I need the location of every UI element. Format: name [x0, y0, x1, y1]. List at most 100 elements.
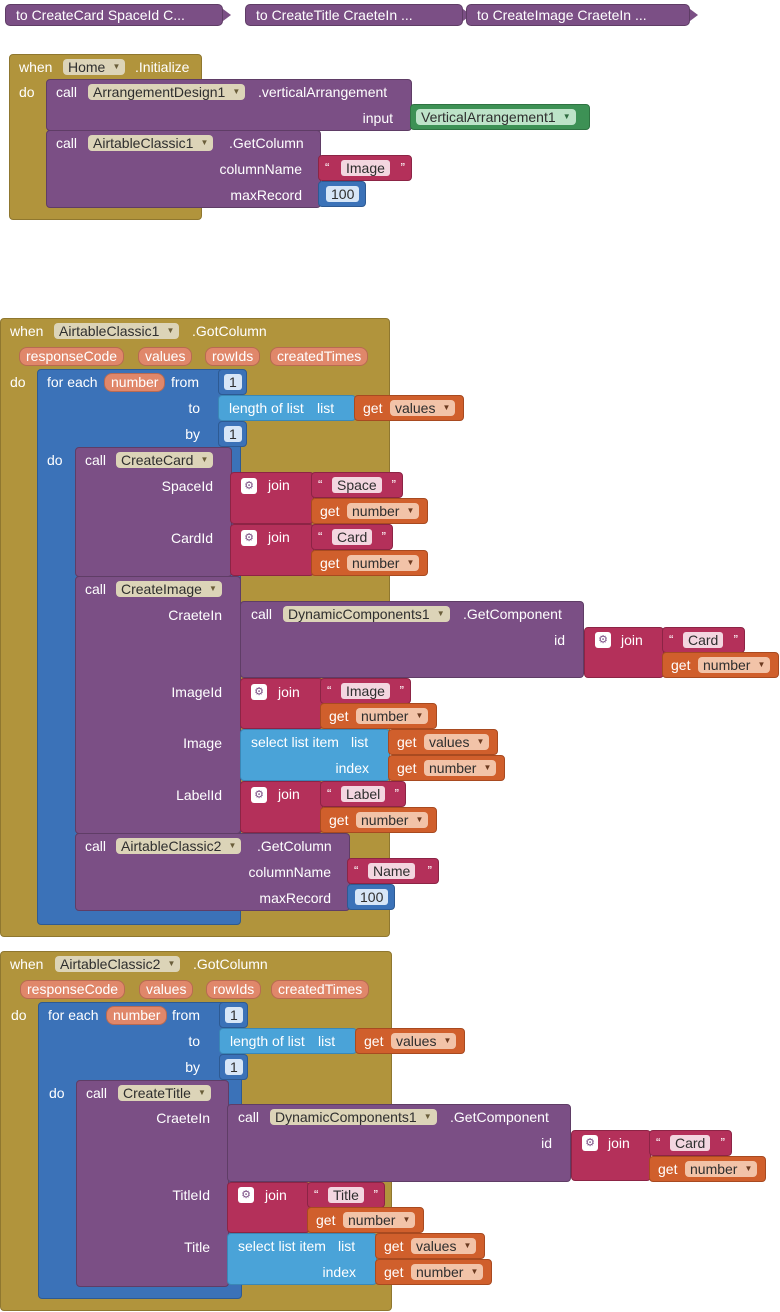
number-block-100[interactable]: 100: [318, 181, 366, 207]
variable-dropdown-values[interactable]: values▼: [411, 1238, 477, 1254]
text-block-image[interactable]: “ Image ”: [320, 678, 411, 704]
collapsed-procedure-createimage[interactable]: to CreateImage CraeteIn ...: [466, 4, 698, 26]
variable-dropdown-number[interactable]: number▼: [685, 1161, 758, 1177]
variable-dropdown-number[interactable]: number▼: [424, 760, 497, 776]
select-list-item-block[interactable]: select list item list index: [227, 1233, 377, 1285]
variable-dropdown-number[interactable]: number▼: [347, 503, 420, 519]
number-block-100[interactable]: 100: [347, 884, 395, 910]
get-values-block[interactable]: get values▼: [375, 1233, 485, 1259]
get-number-block[interactable]: get number▼: [375, 1259, 492, 1285]
component-dropdown-arrangementdesign1[interactable]: ArrangementDesign1▼: [88, 84, 246, 100]
procedure-dropdown-createtitle[interactable]: CreateTitle▼: [118, 1085, 211, 1101]
number-field[interactable]: 100: [326, 186, 360, 202]
component-dropdown-home[interactable]: Home▼: [63, 59, 126, 75]
variable-dropdown-number[interactable]: number▼: [411, 1264, 484, 1280]
variable-dropdown-values[interactable]: values▼: [424, 734, 490, 750]
triangle-down-icon: ▼: [209, 584, 217, 593]
text-block-space[interactable]: “ Space ”: [311, 472, 403, 498]
procedure-dropdown-createimage[interactable]: CreateImage▼: [116, 581, 222, 597]
param-rowids[interactable]: rowIds: [206, 980, 262, 999]
component-dropdown-dynamiccomponents1[interactable]: DynamicComponents1▼: [283, 606, 450, 622]
get-number-block[interactable]: get number▼: [662, 652, 779, 678]
gear-icon[interactable]: ⚙: [595, 632, 611, 648]
variable-dropdown-number[interactable]: number▼: [356, 812, 429, 828]
call-createimage[interactable]: call CreateImage▼ CraeteIn ImageId Image…: [75, 576, 241, 834]
variable-dropdown-number[interactable]: number▼: [343, 1212, 416, 1228]
text-block-card[interactable]: “ Card ”: [649, 1130, 732, 1156]
length-of-list-block[interactable]: length of list list: [218, 395, 356, 421]
gear-icon[interactable]: ⚙: [251, 787, 267, 803]
number-block-by[interactable]: 1: [218, 421, 247, 447]
text-block-name[interactable]: “ Name ”: [347, 858, 439, 884]
param-responsecode[interactable]: responseCode: [20, 980, 126, 999]
call-airtableclassic1-getcolumn[interactable]: call AirtableClassic1▼ .GetColumn column…: [46, 130, 321, 208]
gear-icon[interactable]: ⚙: [251, 684, 267, 700]
call-createtitle[interactable]: call CreateTitle▼ CraeteIn TitleId Title: [76, 1080, 229, 1287]
text-block-label[interactable]: “ Label ”: [320, 781, 406, 807]
procedure-dropdown-createcard[interactable]: CreateCard▼: [116, 452, 214, 468]
number-block-from[interactable]: 1: [218, 369, 247, 395]
join-block-cardid[interactable]: ⚙ join: [230, 524, 314, 576]
call-airtableclassic2-getcolumn[interactable]: call AirtableClassic2▼ .GetColumn column…: [75, 833, 350, 911]
call-dynamiccomponents1-getcomponent[interactable]: call DynamicComponents1▼ .GetComponent i…: [227, 1104, 571, 1182]
number-block-by[interactable]: 1: [219, 1054, 248, 1080]
get-values-block[interactable]: get values▼: [354, 395, 464, 421]
param-createdtimes[interactable]: createdTimes: [270, 347, 369, 366]
get-values-block[interactable]: get values▼: [388, 729, 498, 755]
variable-dropdown-number[interactable]: number▼: [356, 708, 429, 724]
param-values[interactable]: values: [139, 980, 194, 999]
component-dropdown-airtableclassic1[interactable]: AirtableClassic1▼: [88, 135, 214, 151]
component-dropdown-airtableclassic2[interactable]: AirtableClassic2▼: [55, 956, 181, 972]
select-list-item-block[interactable]: select list item list index: [240, 729, 390, 781]
variable-dropdown-values[interactable]: values▼: [391, 1033, 457, 1049]
collapsed-procedure-createcard[interactable]: to CreateCard SpaceId C...: [5, 4, 231, 26]
param-rowids[interactable]: rowIds: [205, 347, 261, 366]
get-number-block[interactable]: get number▼: [320, 807, 437, 833]
component-block-verticalarrangement1[interactable]: VerticalArrangement1▼: [410, 104, 590, 130]
get-number-block[interactable]: get number▼: [649, 1156, 766, 1182]
get-number-block[interactable]: get number▼: [307, 1207, 424, 1233]
component-dropdown-verticalarrangement1[interactable]: VerticalArrangement1▼: [416, 109, 576, 125]
component-dropdown-dynamiccomponents1[interactable]: DynamicComponents1▼: [270, 1109, 437, 1125]
loop-variable-number[interactable]: number: [106, 1006, 168, 1025]
text-field[interactable]: Image: [341, 160, 390, 176]
loop-variable-number[interactable]: number: [104, 373, 166, 392]
join-block-id[interactable]: ⚙ join: [584, 627, 664, 678]
join-block-imageid[interactable]: ⚙ join: [240, 678, 323, 729]
get-number-block[interactable]: get number▼: [320, 703, 437, 729]
variable-dropdown-values[interactable]: values▼: [390, 400, 456, 416]
gear-icon[interactable]: ⚙: [238, 1187, 254, 1203]
join-block-id[interactable]: ⚙ join: [571, 1130, 651, 1181]
chip-label: to CreateImage CraeteIn ...: [477, 7, 647, 23]
component-dropdown-airtableclassic1[interactable]: AirtableClassic1▼: [54, 323, 180, 339]
length-of-list-block[interactable]: length of list list: [219, 1028, 357, 1054]
call-dynamiccomponents1-getcomponent[interactable]: call DynamicComponents1▼ .GetComponent i…: [240, 601, 584, 678]
component-dropdown-airtableclassic2[interactable]: AirtableClassic2▼: [116, 838, 242, 854]
call-arrangementdesign1-verticalarrangement[interactable]: call ArrangementDesign1▼ .verticalArrang…: [46, 79, 412, 131]
number-block-from[interactable]: 1: [219, 1002, 248, 1028]
join-block-titleid[interactable]: ⚙ join: [227, 1182, 310, 1233]
call-createcard[interactable]: call CreateCard▼ SpaceId CardId: [75, 447, 232, 577]
arg-label-cardid: CardId: [170, 530, 213, 546]
text-block-image[interactable]: “ Image ”: [318, 155, 412, 181]
collapsed-procedure-createtitle[interactable]: to CreateTitle CraeteIn ...: [245, 4, 471, 26]
get-number-block[interactable]: get number▼: [311, 550, 428, 576]
variable-dropdown-number[interactable]: number▼: [347, 555, 420, 571]
param-values[interactable]: values: [138, 347, 193, 366]
kw-call: call: [56, 84, 78, 100]
param-responsecode[interactable]: responseCode: [19, 347, 125, 366]
get-values-block[interactable]: get values▼: [355, 1028, 465, 1054]
gear-icon[interactable]: ⚙: [241, 478, 257, 494]
get-number-block[interactable]: get number▼: [388, 755, 505, 781]
join-block-spaceid[interactable]: ⚙ join: [230, 472, 314, 524]
text-block-title[interactable]: “ Title ”: [307, 1182, 385, 1208]
join-block-labelid[interactable]: ⚙ join: [240, 781, 323, 833]
variable-dropdown-number[interactable]: number▼: [698, 657, 771, 673]
param-createdtimes[interactable]: createdTimes: [271, 980, 370, 999]
gear-icon[interactable]: ⚙: [582, 1135, 598, 1151]
text-block-card[interactable]: “ Card ”: [311, 524, 393, 550]
gear-icon[interactable]: ⚙: [241, 530, 257, 546]
get-number-block[interactable]: get number▼: [311, 498, 428, 524]
text-block-card[interactable]: “ Card ”: [662, 627, 745, 653]
